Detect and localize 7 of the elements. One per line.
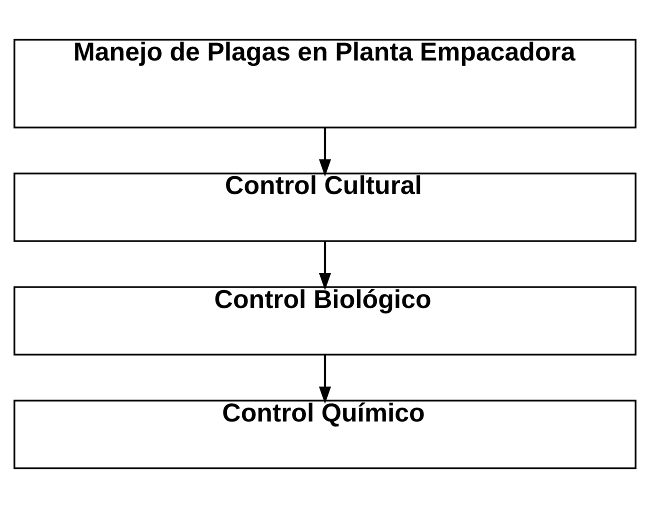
arrow <box>318 241 332 290</box>
node-box: Control Químico <box>14 400 636 470</box>
arrow <box>318 354 332 404</box>
node-box: Control Cultural <box>14 172 636 242</box>
arrow <box>318 128 332 177</box>
node-box: Manejo de Plagas en Planta Empacadora <box>14 38 636 128</box>
node-box: Control Biológico <box>14 286 636 356</box>
